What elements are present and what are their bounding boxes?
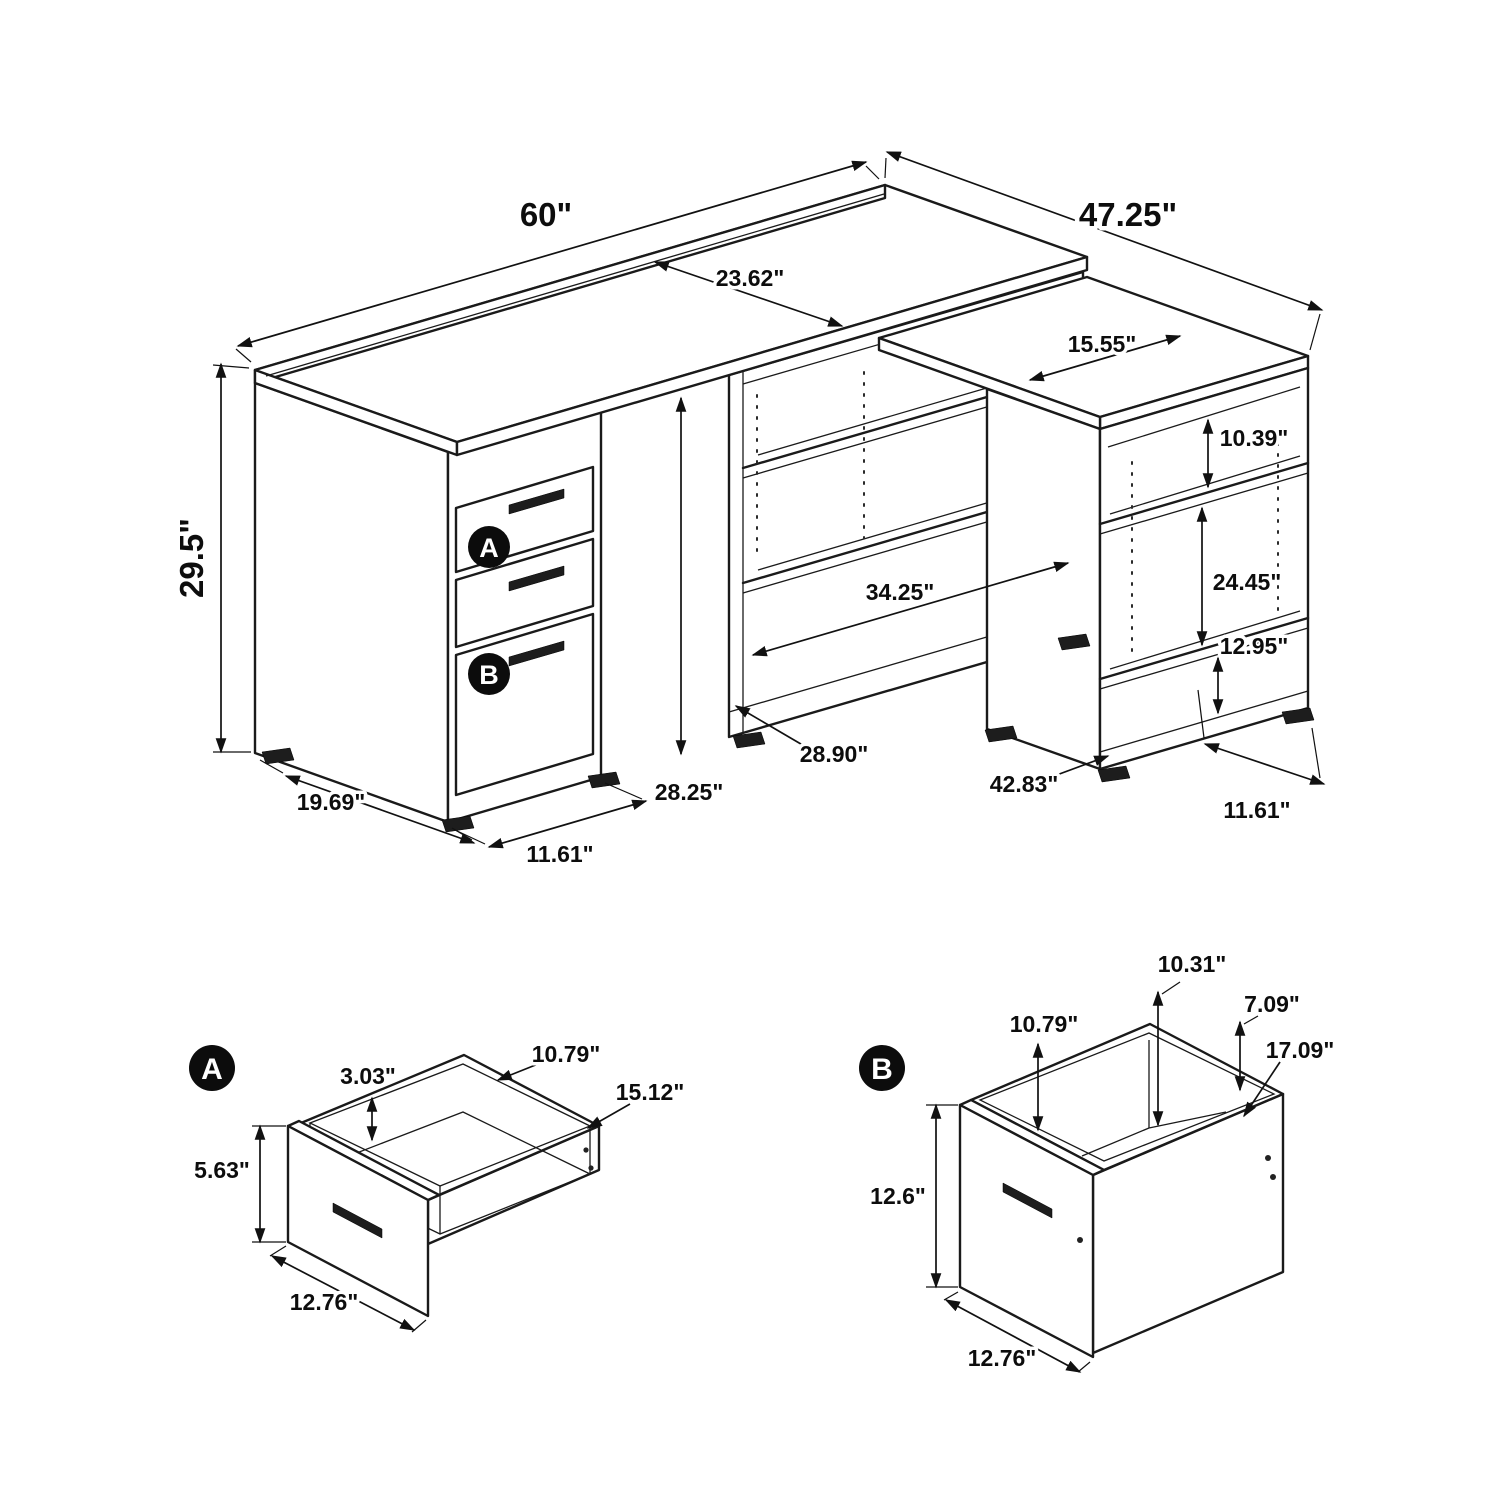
drawer-a-handle [332,1202,383,1239]
badge-b-detail: B [859,1045,905,1091]
dim-a-front-width: 12.76" [269,1245,427,1333]
dim-desk-depth-label: 23.62" [716,265,784,291]
dim-pedestal-width: 11.61" [454,782,648,871]
right-unit-side-panel [985,387,1102,771]
dim-a-interior-width-label: 10.79" [532,1041,600,1067]
dim-a-front-width-label: 12.76" [290,1289,358,1315]
badge-a-detail: A [189,1045,235,1091]
foot [984,725,1018,743]
dim-shelf-gap-top-label: 10.39" [1220,425,1288,451]
foot [1281,707,1315,725]
foot [587,771,621,789]
dim-b-interior-depth: 17.09" [1243,1034,1338,1118]
dim-shelf-gap-middle-label: 24.45" [1213,569,1281,595]
dim-return-end-depth: 11.61" [1197,689,1326,827]
dim-b-back-height-label: 10.31" [1158,951,1226,977]
dim-return-surface-label: 15.55" [1068,331,1136,357]
dim-a-interior-depth-label: 15.12" [616,1079,684,1105]
badge-a-letter: A [479,533,499,563]
dim-pedestal-depth: 19.69" [259,759,476,844]
detail-a: 5.63" 3.03" 10.79" 15.12" 12.76" A [189,1038,688,1333]
screw-hole [588,1165,594,1171]
drawer-front-2 [454,537,595,649]
dim-opening-width-label: 34.25" [866,579,934,605]
dim-return-base-length: 42.83" [986,755,1110,801]
dim-a-interior-height-label: 3.03" [340,1063,396,1089]
left-pedestal [253,381,603,824]
dim-a-interior-depth: 15.12" [586,1076,688,1129]
dim-shelf-gap-bottom-label: 12.95" [1220,633,1288,659]
screw-hole [583,1147,589,1153]
dim-b-interior-depth-label: 17.09" [1266,1037,1334,1063]
desk-feet [261,633,1315,833]
dim-b-side-height-label: 7.09" [1244,991,1300,1017]
badge-b-main: B [468,653,510,695]
dim-b-front-height-label: 12.6" [870,1183,926,1209]
badge-b-detail-letter: B [871,1053,893,1086]
drawer-handle-3 [508,640,565,667]
dim-desk-length-label: 60" [520,196,572,233]
dim-b-front-height: 12.6" [867,1103,958,1289]
dim-pedestal-width-label: 11.61" [526,841,593,867]
badge-b-letter: B [479,660,499,690]
dim-return-end-depth-label: 11.61" [1223,797,1290,823]
foot [732,731,766,749]
dim-clearance-height: 28.25" [651,396,727,809]
drawer-handle-2 [508,565,565,592]
dim-b-interior-width: 10.79" [1006,1008,1082,1132]
dim-base-diagonal-label: 28.90" [800,741,868,767]
foot [261,747,295,765]
dim-base-diagonal: 28.90" [734,705,872,771]
dim-a-interior-height: 3.03" [337,1060,399,1142]
foot [1097,765,1131,783]
main-assembly: 60" 47.25" 23.62" 15.55" 29.5" 28.25" [169,151,1326,871]
dim-return-length: 47.25" [884,151,1324,351]
dim-return-length-label: 47.25" [1079,196,1177,233]
dim-b-front-width-label: 12.76" [968,1345,1036,1371]
drawer-b-handle [1002,1182,1053,1219]
detail-b: 12.6" 10.31" 7.09" 10.79" 17.09" 12.76" [859,948,1338,1375]
dim-shelf-gap-bottom: 12.95" [1212,630,1292,715]
dim-b-front-width: 12.76" [943,1291,1091,1375]
badge-a-main: A [468,526,510,568]
dim-opening-width: 34.25" [751,561,1070,657]
dim-b-side-height: 7.09" [1234,988,1303,1092]
dim-a-interior-width: 10.79" [496,1038,604,1081]
dim-return-surface-width: 15.55" [1028,328,1182,382]
dim-shelf-gap-middle: 24.45" [1196,506,1285,647]
dim-shelf-gap-top: 10.39" [1202,418,1292,489]
dim-a-front-height-label: 5.63" [194,1157,250,1183]
dim-desk-height: 29.5" [169,362,251,754]
dim-return-base-label: 42.83" [990,771,1058,797]
drawer-b-front [958,1103,1095,1359]
dim-a-front-height: 5.63" [191,1124,286,1244]
badge-a-detail-letter: A [201,1053,223,1086]
dim-b-interior-width-label: 10.79" [1010,1011,1078,1037]
dim-pedestal-depth-label: 19.69" [297,789,365,815]
dim-desk-height-label: 29.5" [173,518,210,598]
dim-desk-depth: 23.62" [653,261,844,327]
screw-hole [1265,1155,1271,1161]
dim-clearance-label: 28.25" [655,779,723,805]
screw-hole [1270,1174,1276,1180]
dim-desk-length: 60" [235,160,880,363]
dim-b-back-height: 10.31" [1152,948,1230,1127]
drawer-handle-1 [508,488,565,515]
screw-hole [1077,1237,1083,1243]
